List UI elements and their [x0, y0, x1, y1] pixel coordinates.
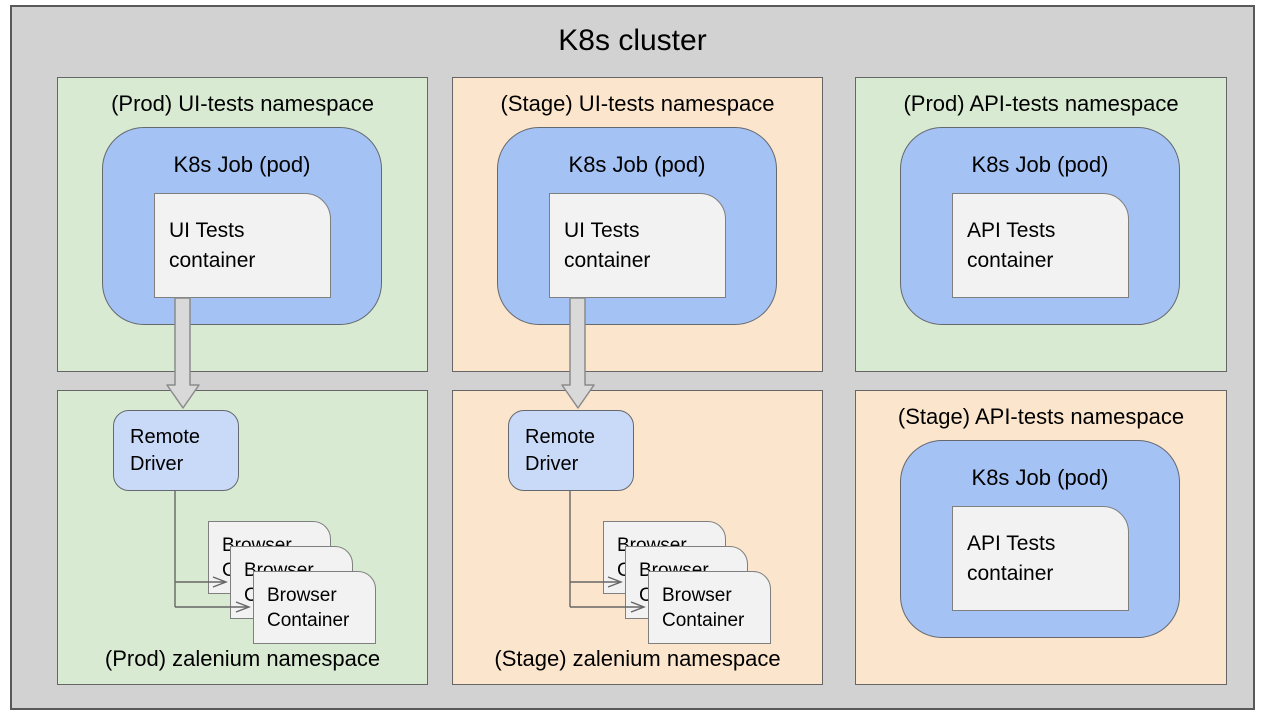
container-label-line: API Tests	[967, 218, 1056, 242]
remote-driver-box: Remote Driver	[113, 410, 239, 491]
k8s-job-pod-box: K8s Job (pod) UI Tests container	[102, 127, 382, 325]
browser-container-box: Browser Container	[253, 571, 376, 644]
namespace-label: (Stage) UI-tests namespace	[500, 91, 775, 116]
namespace-panel-stage-ui-tests: (Stage) UI-tests namespace K8s Job (pod)…	[452, 77, 823, 372]
container-label-line: container	[967, 561, 1054, 585]
remote-driver-label-line: Remote	[130, 425, 201, 448]
container-label-line: UI Tests	[564, 218, 640, 242]
container-label-line: UI Tests	[169, 218, 245, 242]
namespace-panel-stage-zalenium: Remote Driver Browser Container Browser …	[452, 390, 823, 685]
namespace-panel-prod-ui-tests: (Prod) UI-tests namespace K8s Job (pod) …	[57, 77, 428, 372]
browser-label-line: Browser	[662, 584, 732, 606]
browser-label-line: Container	[662, 609, 745, 631]
k8s-job-pod-box: K8s Job (pod) UI Tests container	[497, 127, 777, 325]
namespace-panel-stage-api-tests: (Stage) API-tests namespace K8s Job (pod…	[855, 390, 1227, 685]
k8s-job-label: K8s Job (pod)	[971, 152, 1109, 177]
remote-driver-label-line: Remote	[525, 425, 596, 448]
ui-tests-container-box: UI Tests container	[549, 193, 726, 298]
browser-label-line: Container	[267, 609, 350, 631]
namespace-label: (Stage) API-tests namespace	[897, 404, 1185, 429]
remote-driver-box: Remote Driver	[508, 410, 634, 491]
k8s-job-pod-box: K8s Job (pod) API Tests container	[900, 127, 1180, 325]
k8s-job-label: K8s Job (pod)	[173, 152, 311, 177]
cluster-title: K8s cluster	[558, 24, 707, 57]
namespace-label: (Prod) UI-tests namespace	[111, 91, 374, 116]
k8s-job-label: K8s Job (pod)	[971, 465, 1109, 490]
namespace-panel-prod-api-tests: (Prod) API-tests namespace K8s Job (pod)…	[855, 77, 1227, 372]
browser-label-line: Browser	[267, 584, 337, 606]
ui-tests-container-box: UI Tests container	[154, 193, 331, 298]
k8s-job-label: K8s Job (pod)	[568, 152, 706, 177]
container-label-line: container	[564, 248, 651, 272]
api-tests-container-box: API Tests container	[952, 506, 1129, 611]
k8s-job-pod-box: K8s Job (pod) API Tests container	[900, 440, 1180, 638]
namespace-label: (Stage) zalenium namespace	[494, 646, 781, 671]
namespace-label: (Prod) zalenium namespace	[104, 646, 381, 671]
container-label-line: container	[967, 248, 1054, 272]
browser-container-box: Browser Container	[648, 571, 771, 644]
namespace-panel-prod-zalenium: Remote Driver Browser Container Browser …	[57, 390, 428, 685]
remote-driver-label-line: Driver	[525, 452, 579, 475]
remote-driver-label-line: Driver	[130, 452, 184, 475]
container-label-line: container	[169, 248, 256, 272]
namespace-label: (Prod) API-tests namespace	[903, 91, 1179, 116]
container-label-line: API Tests	[967, 531, 1056, 555]
api-tests-container-box: API Tests container	[952, 193, 1129, 298]
